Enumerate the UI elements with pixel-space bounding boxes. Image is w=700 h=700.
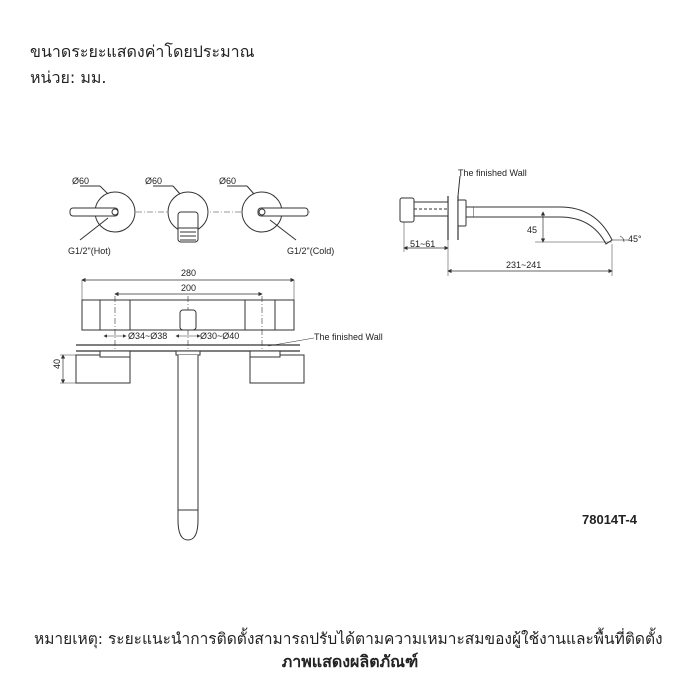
model-code: 78014T-4 [582,512,637,527]
header-title: ขนาดระยะแสดงค่าโดยประมาณ [30,42,255,61]
spout-outlet [177,211,199,243]
side-length-label: 231~241 [506,260,541,270]
top-valve-hole-label: Ø34~Ø38 [128,331,167,341]
front-view [69,185,312,243]
footer-note: หมายเหตุ: ระยะแนะนำการติดตั้งสามารถปรับไ… [34,630,663,648]
cold-handle-top [249,354,305,384]
thread-hot-label: G1/2"(Hot) [68,246,111,256]
top-wall-label: The finished Wall [314,332,383,342]
dia-right-label: Ø60 [219,176,236,186]
thread-cold-label: G1/2"(Cold) [287,246,334,256]
hot-handle-top [75,354,131,384]
hot-lever [69,207,119,217]
header-unit: หน่วย: มม. [30,68,107,87]
side-wall-label: The finished Wall [458,168,527,178]
top-spout-hole-label: Ø30~Ø40 [200,331,239,341]
side-angle-label: 45° [628,234,642,244]
top-overall-label: 280 [181,268,196,278]
side-height-label: 45 [527,225,537,235]
side-depth-label: 51~61 [410,239,435,249]
top-centers-label: 200 [181,283,196,293]
side-rosette [457,199,467,227]
dia-center-label: Ø60 [145,176,162,186]
top-view [60,277,315,541]
spout-top [177,355,199,541]
cold-lever [257,207,309,217]
dia-left-label: Ø60 [72,176,89,186]
top-plate-label: 40 [52,359,62,369]
footer-caption: ภาพแสดงผลิตภัณฑ์ [281,652,419,671]
side-view [399,175,628,276]
